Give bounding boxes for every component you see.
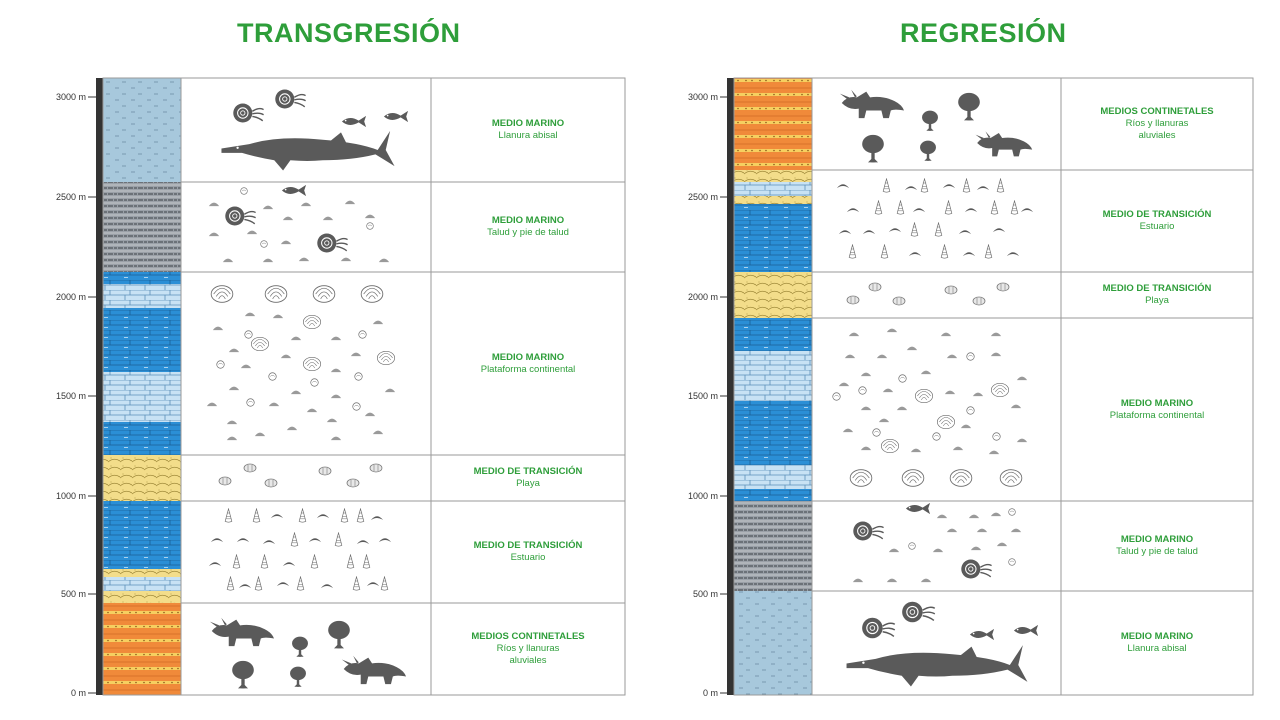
env-name: MEDIO DE TRANSICIÓN [1102,283,1212,294]
ammonite-icon [960,558,993,580]
tree-icon [232,660,254,689]
env-detail: Estuario [510,552,546,563]
ichthyosaur-icon [221,130,395,171]
shell-scatter [852,508,1022,583]
axis-label: 2000 m [55,292,86,302]
env-detail: Talud y pie de talud [487,227,569,238]
fish-icon [341,115,367,128]
depth-ruler [96,78,103,695]
ammonite-icon [232,102,265,124]
env-label: MEDIOS CONTINETALES Ríos y llanuras aluv… [1062,79,1252,169]
transgression-panel [88,77,626,696]
fish-icon [969,628,995,641]
env-name: MEDIO MARINO [491,351,565,363]
env-name: MEDIO MARINO [491,215,565,226]
ammonite-icon [861,616,896,640]
env-name: MEDIO DE TRANSICIÓN [473,466,583,477]
env-detail: Plataforma continental [1109,409,1205,421]
axis-label: 3000 m [687,92,718,102]
platform-fossils [206,285,396,441]
ammonite-icon [274,88,307,110]
env-name: MEDIO DE TRANSICIÓN [1102,209,1212,220]
fish-icon [1013,624,1039,637]
tree-icon [292,636,308,657]
regression-title: REGRESIÓN [900,18,1067,48]
strat-column [103,78,181,695]
env-label: MEDIO MARINO Talud y pie de talud [1062,502,1252,590]
env-detail: Playa [516,478,540,489]
depth-ruler [727,78,734,695]
env-detail: Ríos y llanuras aluviales [496,643,560,666]
env-label: MEDIO MARINO Plataforma continental [1062,319,1252,500]
env-detail: Talud y pie de talud [1116,546,1198,557]
env-name: MEDIO DE TRANSICIÓN [473,540,583,551]
axis-label: 1000 m [55,491,86,501]
env-label: MEDIO DE TRANSICIÓN Estuario [1062,171,1252,271]
fish-icon [905,502,931,515]
env-name: MEDIO MARINO [1120,534,1194,545]
panel-frame [733,77,1254,696]
tree-icon [922,110,938,131]
tree-icon [862,134,884,163]
env-detail: Estuario [1139,221,1175,232]
regression-panel [720,77,1254,696]
axis-label: 1000 m [687,491,718,501]
env-label: MEDIO MARINO Llanura abisal [1062,592,1252,694]
env-detail: Llanura abisal [498,130,558,141]
triceratops-icon [839,89,904,119]
estuary-fossils [208,508,392,591]
axis-label: 2000 m [687,292,718,302]
env-name: MEDIOS CONTINETALES [1100,106,1214,117]
env-label: MEDIO MARINO Llanura abisal [432,79,624,181]
env-name: MEDIO MARINO [491,118,565,129]
tree-icon [290,666,306,687]
env-label: MEDIO DE TRANSICIÓN Estuario [432,502,624,602]
env-detail: Ríos y llanuras aluviales [1125,118,1189,141]
triceratops-icon [975,131,1033,157]
env-name: MEDIOS CONTINETALES [471,631,585,642]
env-label: MEDIO DE TRANSICIÓN Playa [1062,273,1252,317]
fish-icon [383,110,409,123]
axis-ticks [720,96,734,694]
env-name: MEDIO MARINO [1120,631,1194,642]
env-detail: Plataforma continental [480,363,576,375]
env-name: MEDIO MARINO [1120,397,1194,409]
axis-label: 500 m [692,589,718,599]
ichthyosaur-icon [846,645,1028,687]
platform-fossils [832,328,1028,487]
env-label: MEDIO MARINO Talud y pie de talud [432,183,624,271]
fish-icon [281,184,307,197]
axis-label: 500 m [60,589,86,599]
ammonite-icon [224,205,257,227]
axis-label: 2500 m [687,192,718,202]
axis-label: 1500 m [687,391,718,401]
env-detail: Playa [1145,295,1169,306]
triceratops-icon [341,655,407,685]
beach-pebbles [846,282,1010,306]
ammonite-icon [316,232,349,254]
tree-icon [328,620,350,649]
triceratops-icon [209,617,274,647]
estuary-fossils [836,178,1034,259]
tree-icon [920,140,936,161]
ammonite-icon [901,600,936,624]
transgression-title: TRANSGRESIÓN [237,18,461,48]
tree-icon [958,92,980,121]
axis-label: 0 m [70,688,86,698]
axis-ticks [88,96,103,694]
env-label: MEDIO MARINO Plataforma continental [432,273,624,454]
axis-label: 1500 m [55,391,86,401]
beach-pebbles [218,463,383,488]
env-label: MEDIOS CONTINETALES Ríos y llanuras aluv… [432,604,624,694]
env-label: MEDIO DE TRANSICIÓN Playa [432,456,624,500]
panel-frame [102,77,626,696]
strat-column [734,78,812,695]
axis-label: 2500 m [55,192,86,202]
axis-label: 0 m [702,688,718,698]
env-detail: Llanura abisal [1127,643,1187,654]
axis-label: 3000 m [55,92,86,102]
ammonite-icon [852,520,885,542]
